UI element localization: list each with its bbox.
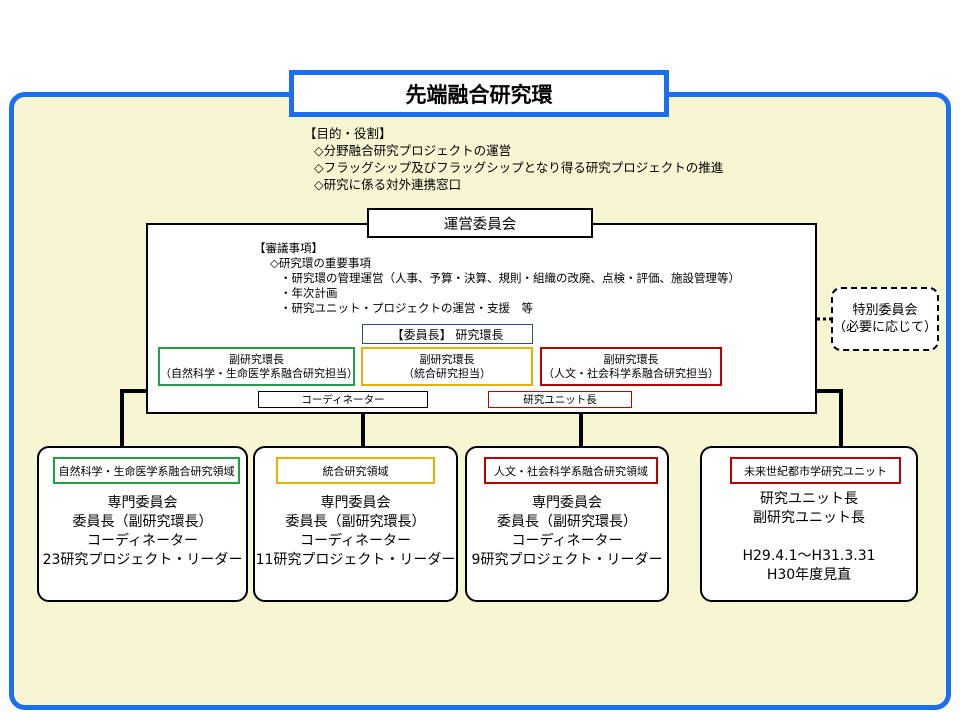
area-line: 副研究ユニット長 [753, 510, 865, 526]
area-line: 9研究プロジェクト・リーダー [471, 552, 663, 568]
special-committee-box: 特別委員会 （必要に応じて） [831, 287, 939, 351]
purpose-heading: 【目的・役割】 [304, 126, 392, 141]
purpose-section: 【目的・役割】 ◇分野融合研究プロジェクトの運営 ◇フラッグシップ及びフラッグシ… [304, 125, 723, 193]
purpose-item: ◇フラッグシップ及びフラッグシップとなり得る研究プロジェクトの推進 [314, 160, 724, 175]
agenda-section: 【審議事項】 ◇研究環の重要事項 ・研究環の管理運営（人事、予算・決算、規則・組… [254, 241, 740, 316]
agenda-item: ・研究環の管理運営（人事、予算・決算、規則・組織の改廃、点検・評価、施設管理等） [280, 271, 740, 285]
deputy-title: 副研究環長 [229, 352, 284, 366]
coordinator-box: コーディネーター [258, 391, 428, 408]
chair-box: 【委員長】 研究環長 [362, 324, 533, 344]
area-label: 統合研究領域 [276, 457, 435, 484]
area-card-natural-science: 自然科学・生命医学系融合研究領域 専門委員会 委員長（副研究環長） コーディネー… [37, 446, 248, 602]
agenda-item: ・年次計画 [280, 286, 338, 300]
area-line: 専門委員会 [320, 495, 391, 511]
agenda-item: ・研究ユニット・プロジェクトの運営・支援 等 [280, 301, 533, 315]
area-label: 未来世紀都市学研究ユニット [730, 457, 901, 484]
area-line: 専門委員会 [532, 495, 602, 511]
area-body: 研究ユニット長 副研究ユニット長 H29.4.1～H31.3.31 H30年度見… [702, 490, 916, 585]
area-body: 専門委員会 委員長（副研究環長） コーディネーター 9研究プロジェクト・リーダー [467, 494, 667, 570]
area-line: 委員長（副研究環長） [72, 514, 213, 530]
area-line: 委員長（副研究環長） [497, 514, 637, 530]
area-line: 23研究プロジェクト・リーダー [42, 552, 243, 568]
deputy-title: 副研究環長 [603, 352, 659, 366]
area-line: コーディネーター [86, 533, 199, 549]
area-card-integrated: 統合研究領域 専門委員会 委員長（副研究環長） コーディネーター 11研究プロジ… [253, 446, 458, 602]
deputy-humanities: 副研究環長 （人文・社会科学系融合研究担当） [540, 347, 722, 386]
area-card-future-city-unit: 未来世紀都市学研究ユニット 研究ユニット長 副研究ユニット長 H29.4.1～H… [700, 446, 918, 602]
page-title: 先端融合研究環 [289, 70, 669, 117]
deputy-natural-science: 副研究環長 （自然科学・生命医学系融合研究担当） [158, 347, 358, 386]
special-committee-title: 特別委員会 [852, 303, 918, 318]
steering-committee-title: 運営委員会 [367, 208, 593, 238]
area-card-humanities: 人文・社会科学系融合研究領域 専門委員会 委員長（副研究環長） コーディネーター… [465, 446, 669, 602]
deputy-title: 副研究環長 [419, 352, 475, 366]
agenda-main: ◇研究環の重要事項 [270, 256, 371, 270]
area-label: 自然科学・生命医学系融合研究領域 [53, 457, 240, 484]
special-committee-note: （必要に応じて） [833, 320, 938, 335]
deputy-scope: （統合研究担当） [403, 366, 491, 380]
area-body: 専門委員会 委員長（副研究環長） コーディネーター 11研究プロジェクト・リーダ… [255, 494, 456, 570]
purpose-item: ◇研究に係る対外連携窓口 [314, 177, 462, 192]
area-line: 専門委員会 [107, 495, 178, 511]
deputy-scope: （自然科学・生命医学系融合研究担当） [160, 366, 358, 380]
purpose-item: ◇分野融合研究プロジェクトの運営 [314, 143, 512, 158]
area-spacer [702, 528, 916, 547]
area-line: 11研究プロジェクト・リーダー [255, 552, 456, 568]
area-line: 委員長（副研究環長） [285, 514, 426, 530]
area-label: 人文・社会科学系融合研究領域 [484, 457, 658, 484]
area-line: H30年度見直 [766, 567, 852, 583]
area-line: 研究ユニット長 [760, 491, 858, 507]
area-body: 専門委員会 委員長（副研究環長） コーディネーター 23研究プロジェクト・リーダ… [39, 494, 246, 570]
deputy-scope: （人文・社会科学系融合研究担当） [543, 366, 719, 380]
agenda-heading: 【審議事項】 [254, 241, 323, 255]
area-line: H29.4.1～H31.3.31 [742, 548, 876, 564]
area-line: コーディネーター [299, 533, 412, 549]
area-line: コーディネーター [511, 533, 623, 549]
unit-leader-box: 研究ユニット長 [488, 391, 632, 408]
deputy-integrated: 副研究環長 （統合研究担当） [361, 347, 533, 386]
